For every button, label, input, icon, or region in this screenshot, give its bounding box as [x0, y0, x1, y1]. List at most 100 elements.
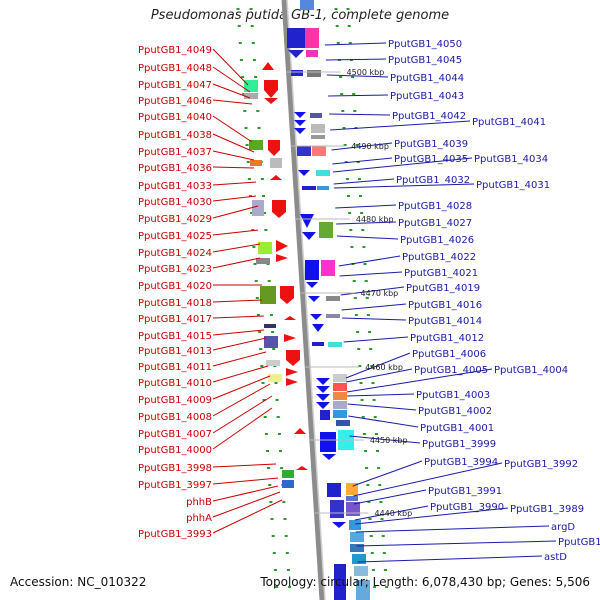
- right-callout-line: [325, 58, 387, 61]
- right-callout-line: [330, 120, 471, 131]
- gene-label-pputgb1-4013: PputGB1_4013: [138, 346, 212, 357]
- left-callout-line: [212, 48, 249, 86]
- right-callout-line: [353, 462, 503, 497]
- right-callout-line: [342, 317, 407, 321]
- left-callout-line: [212, 299, 263, 303]
- gene-label-pputgb1-4033: PputGB1_4033: [138, 181, 212, 192]
- right-callout-line: [346, 368, 413, 383]
- gene-label-pputgb1-4028: PputGB1_4028: [398, 201, 472, 212]
- left-callout-line: [212, 395, 273, 434]
- right-callout-line: [341, 303, 407, 311]
- gene-label-pputgb1-4050: PputGB1_4050: [388, 39, 462, 50]
- left-callout-line: [212, 337, 267, 351]
- gene-label-pputgb1-4007: PputGB1_4007: [138, 429, 212, 440]
- left-callout-line: [212, 365, 269, 383]
- gene-label-pputgb1-4030: PputGB1_4030: [138, 197, 212, 208]
- left-callout-line: [212, 150, 255, 161]
- gene-label-pputgb1-4045: PputGB1_4045: [388, 55, 462, 66]
- right-callout-line: [326, 74, 389, 78]
- gene-label-astd: astD: [544, 552, 567, 563]
- left-callout-line: [212, 351, 267, 367]
- gene-label-pputgb1-4009: PputGB1_4009: [138, 395, 212, 406]
- gene-label-pputgb1-3990: PputGB1_3990: [430, 502, 504, 513]
- gene-label-pputgb1-4031: PputGB1_4031: [476, 180, 550, 191]
- left-callout-line: [212, 115, 253, 143]
- right-callout-line: [343, 336, 409, 343]
- gene-label-pputgb1-4036: PputGB1_4036: [138, 163, 212, 174]
- right-callout-line: [355, 525, 550, 533]
- gene-label-pputgb1-4016: PputGB1_4016: [408, 300, 482, 311]
- gene-label-pputgb1-4001: PputGB1_4001: [420, 423, 494, 434]
- gene-label-pputgb1-4022: PputGB1_4022: [402, 252, 476, 263]
- right-callout-line: [328, 94, 389, 97]
- left-callout-line: [212, 375, 271, 400]
- right-callout-line: [349, 435, 421, 444]
- gene-label-pputgb1-4020: PputGB1_4020: [138, 281, 212, 292]
- right-callout-line: [346, 368, 493, 393]
- left-callout-line: [212, 66, 251, 93]
- topology-summary: Topology: circular; Length: 6,078,430 bp…: [260, 575, 590, 589]
- scale-tick-label: 4480 kbp: [356, 215, 394, 224]
- right-callout-line: [345, 352, 411, 379]
- gene-label-pputgb1-4003: PputGB1_4003: [416, 390, 490, 401]
- gene-label-pputgb1-4024: PputGB1_4024: [138, 248, 212, 259]
- left-callout-line: [212, 99, 253, 105]
- right-callout-line: [338, 255, 401, 267]
- gene-label-pputgb1-4040: PputGB1_4040: [138, 112, 212, 123]
- left-callout-line: [212, 195, 257, 202]
- right-callout-line: [354, 505, 429, 521]
- scale-tick-label: 4450 kbp: [370, 436, 408, 445]
- gene-label-pputgb1-3998: PputGB1_3998: [138, 463, 212, 474]
- map-title: Pseudomonas putida GB-1, complete genome: [150, 8, 450, 23]
- left-callout-line: [212, 181, 257, 186]
- gene-label-pputgb1-4034: PputGB1_4034: [474, 154, 548, 165]
- gene-label-pputgb1-4035: PputGB1_4035: [394, 154, 468, 165]
- left-callout-line: [212, 257, 261, 269]
- gene-label-pputgb1-3989: PputGB1_3989: [510, 504, 584, 515]
- gene-label-pputgb1-4029: PputGB1_4029: [138, 214, 212, 225]
- gene-label-pputgb1-4043: PputGB1_4043: [390, 91, 464, 102]
- genome-backbone-shadow: [286, 0, 326, 600]
- left-callout-line: [212, 243, 261, 253]
- gene-label-pputgb1-4032: PputGB1_4032: [396, 175, 470, 186]
- left-callout-line: [212, 133, 255, 153]
- gene-label-pputgb1-4019: PputGB1_4019: [406, 283, 480, 294]
- gene-label-phha: phhA: [186, 513, 212, 524]
- gene-label-pputgb1-3991: PputGB1_3991: [428, 486, 502, 497]
- gene-label-pputgb1-4048: PputGB1_4048: [138, 63, 212, 74]
- scale-tick-label: 4470 kbp: [361, 289, 399, 298]
- gene-label-pputgb1-4005: PputGB1_4005: [414, 365, 488, 376]
- gene-label-pputgb1-4006: PputGB1_4006: [412, 349, 486, 360]
- left-callout-line: [212, 477, 279, 485]
- left-gene-labels: PputGB1_4049PputGB1_4048PputGB1_4047Pput…: [138, 45, 212, 540]
- right-callout-line: [347, 403, 417, 411]
- gene-label-pputgb1-4012: PputGB1_4012: [410, 333, 484, 344]
- gene-label-pputgb1-4010: PputGB1_4010: [138, 378, 212, 389]
- left-callout-line: [212, 166, 255, 169]
- right-callout-line: [355, 507, 509, 525]
- genome-backbone: [281, 0, 325, 600]
- right-callout-line: [347, 393, 415, 397]
- gene-label-pputgb1-4047: PputGB1_4047: [138, 80, 212, 91]
- gene-label-argd: argD: [551, 522, 575, 533]
- gene-label-pputgb1-4025: PputGB1_4025: [138, 231, 212, 242]
- right-callout-line: [329, 113, 391, 116]
- left-callout-line: [212, 315, 265, 319]
- gene-label-phhb: phhB: [186, 497, 212, 508]
- accession-text: Accession: NC_010322: [10, 575, 147, 589]
- gene-label-pputgb1-4004: PputGB1_4004: [494, 365, 568, 376]
- gene-label-pputgb1-3992: PputGB1_3992: [504, 459, 578, 470]
- left-callout-line: [212, 83, 251, 99]
- left-callout-line: [212, 485, 279, 502]
- scale-tick-label: 4440 kbp: [374, 509, 412, 518]
- gene-label-pputgb1-3993: PputGB1_3993: [138, 529, 212, 540]
- left-callout-line: [212, 229, 259, 236]
- scale-tick-label: 4490 kbp: [351, 142, 389, 151]
- left-callout-line: [212, 205, 259, 219]
- gene-label-pputgb1-4000: PputGB1_4000: [138, 445, 212, 456]
- right-callout-line: [332, 157, 473, 173]
- right-callout-line: [352, 460, 423, 487]
- gene-label-pputgb1-3997: PputGB1_3997: [138, 480, 212, 491]
- right-callout-line: [340, 286, 405, 296]
